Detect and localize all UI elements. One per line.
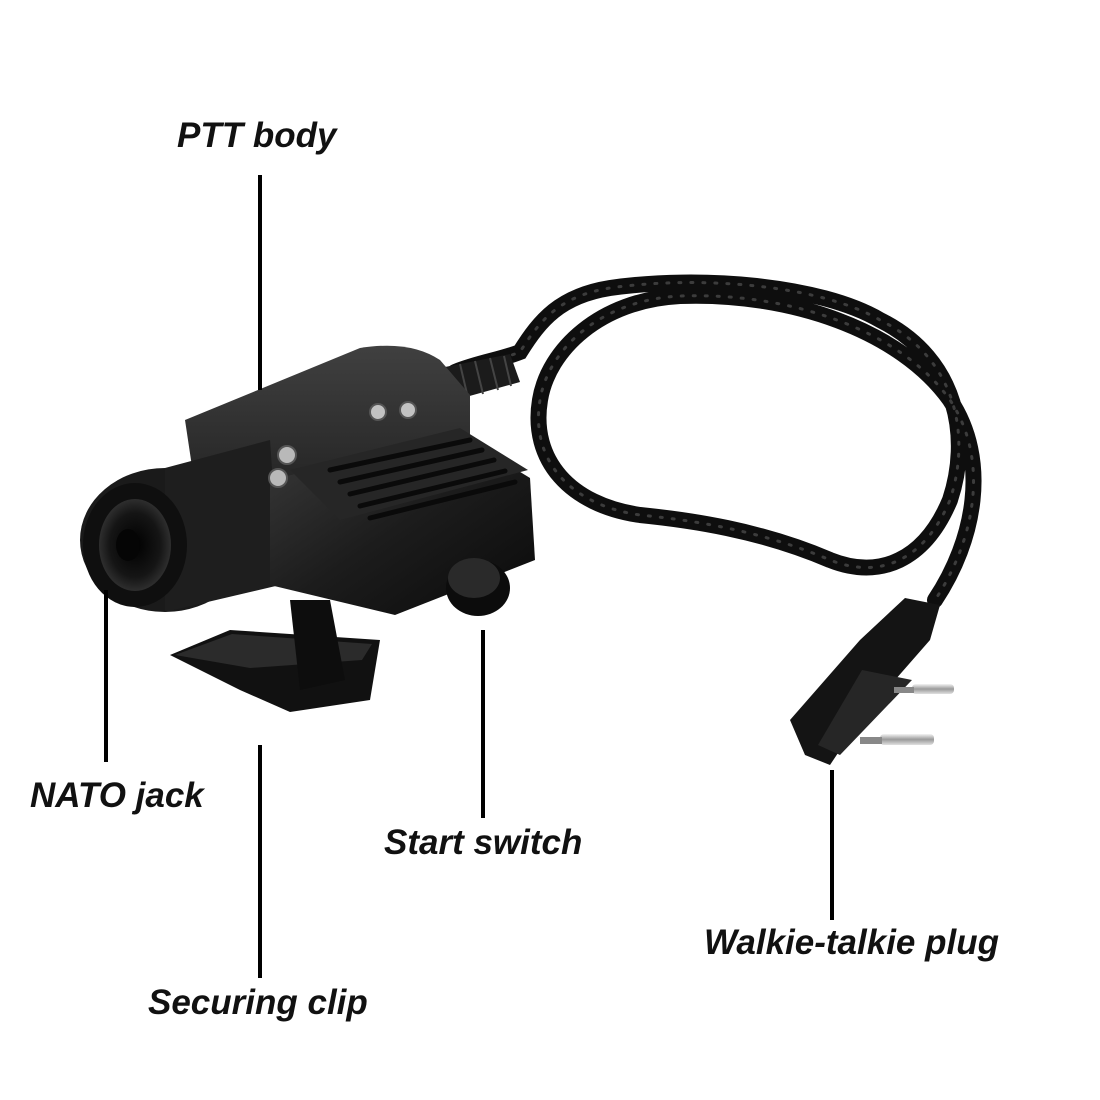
ptt-body-leader — [258, 175, 262, 390]
securing-clip-label: Securing clip — [148, 983, 368, 1022]
coiled-cable — [447, 274, 982, 608]
walkie-talkie-plug-label: Walkie-talkie plug — [704, 923, 999, 962]
start-switch-label: Start switch — [384, 823, 583, 862]
start-switch-leader — [481, 630, 485, 818]
ptt-housing — [80, 345, 535, 616]
walkie-talkie-plug-leader — [830, 770, 834, 920]
start-switch-button — [446, 558, 510, 616]
ptt-body-label: PTT body — [177, 116, 337, 155]
walkie-talkie-plug-shape — [790, 598, 954, 765]
securing-clip-leader — [258, 745, 262, 978]
nato-jack-leader — [104, 590, 108, 762]
screw-heads — [268, 401, 417, 488]
nato-jack-label: NATO jack — [30, 776, 204, 815]
securing-clip-shape — [170, 600, 380, 712]
